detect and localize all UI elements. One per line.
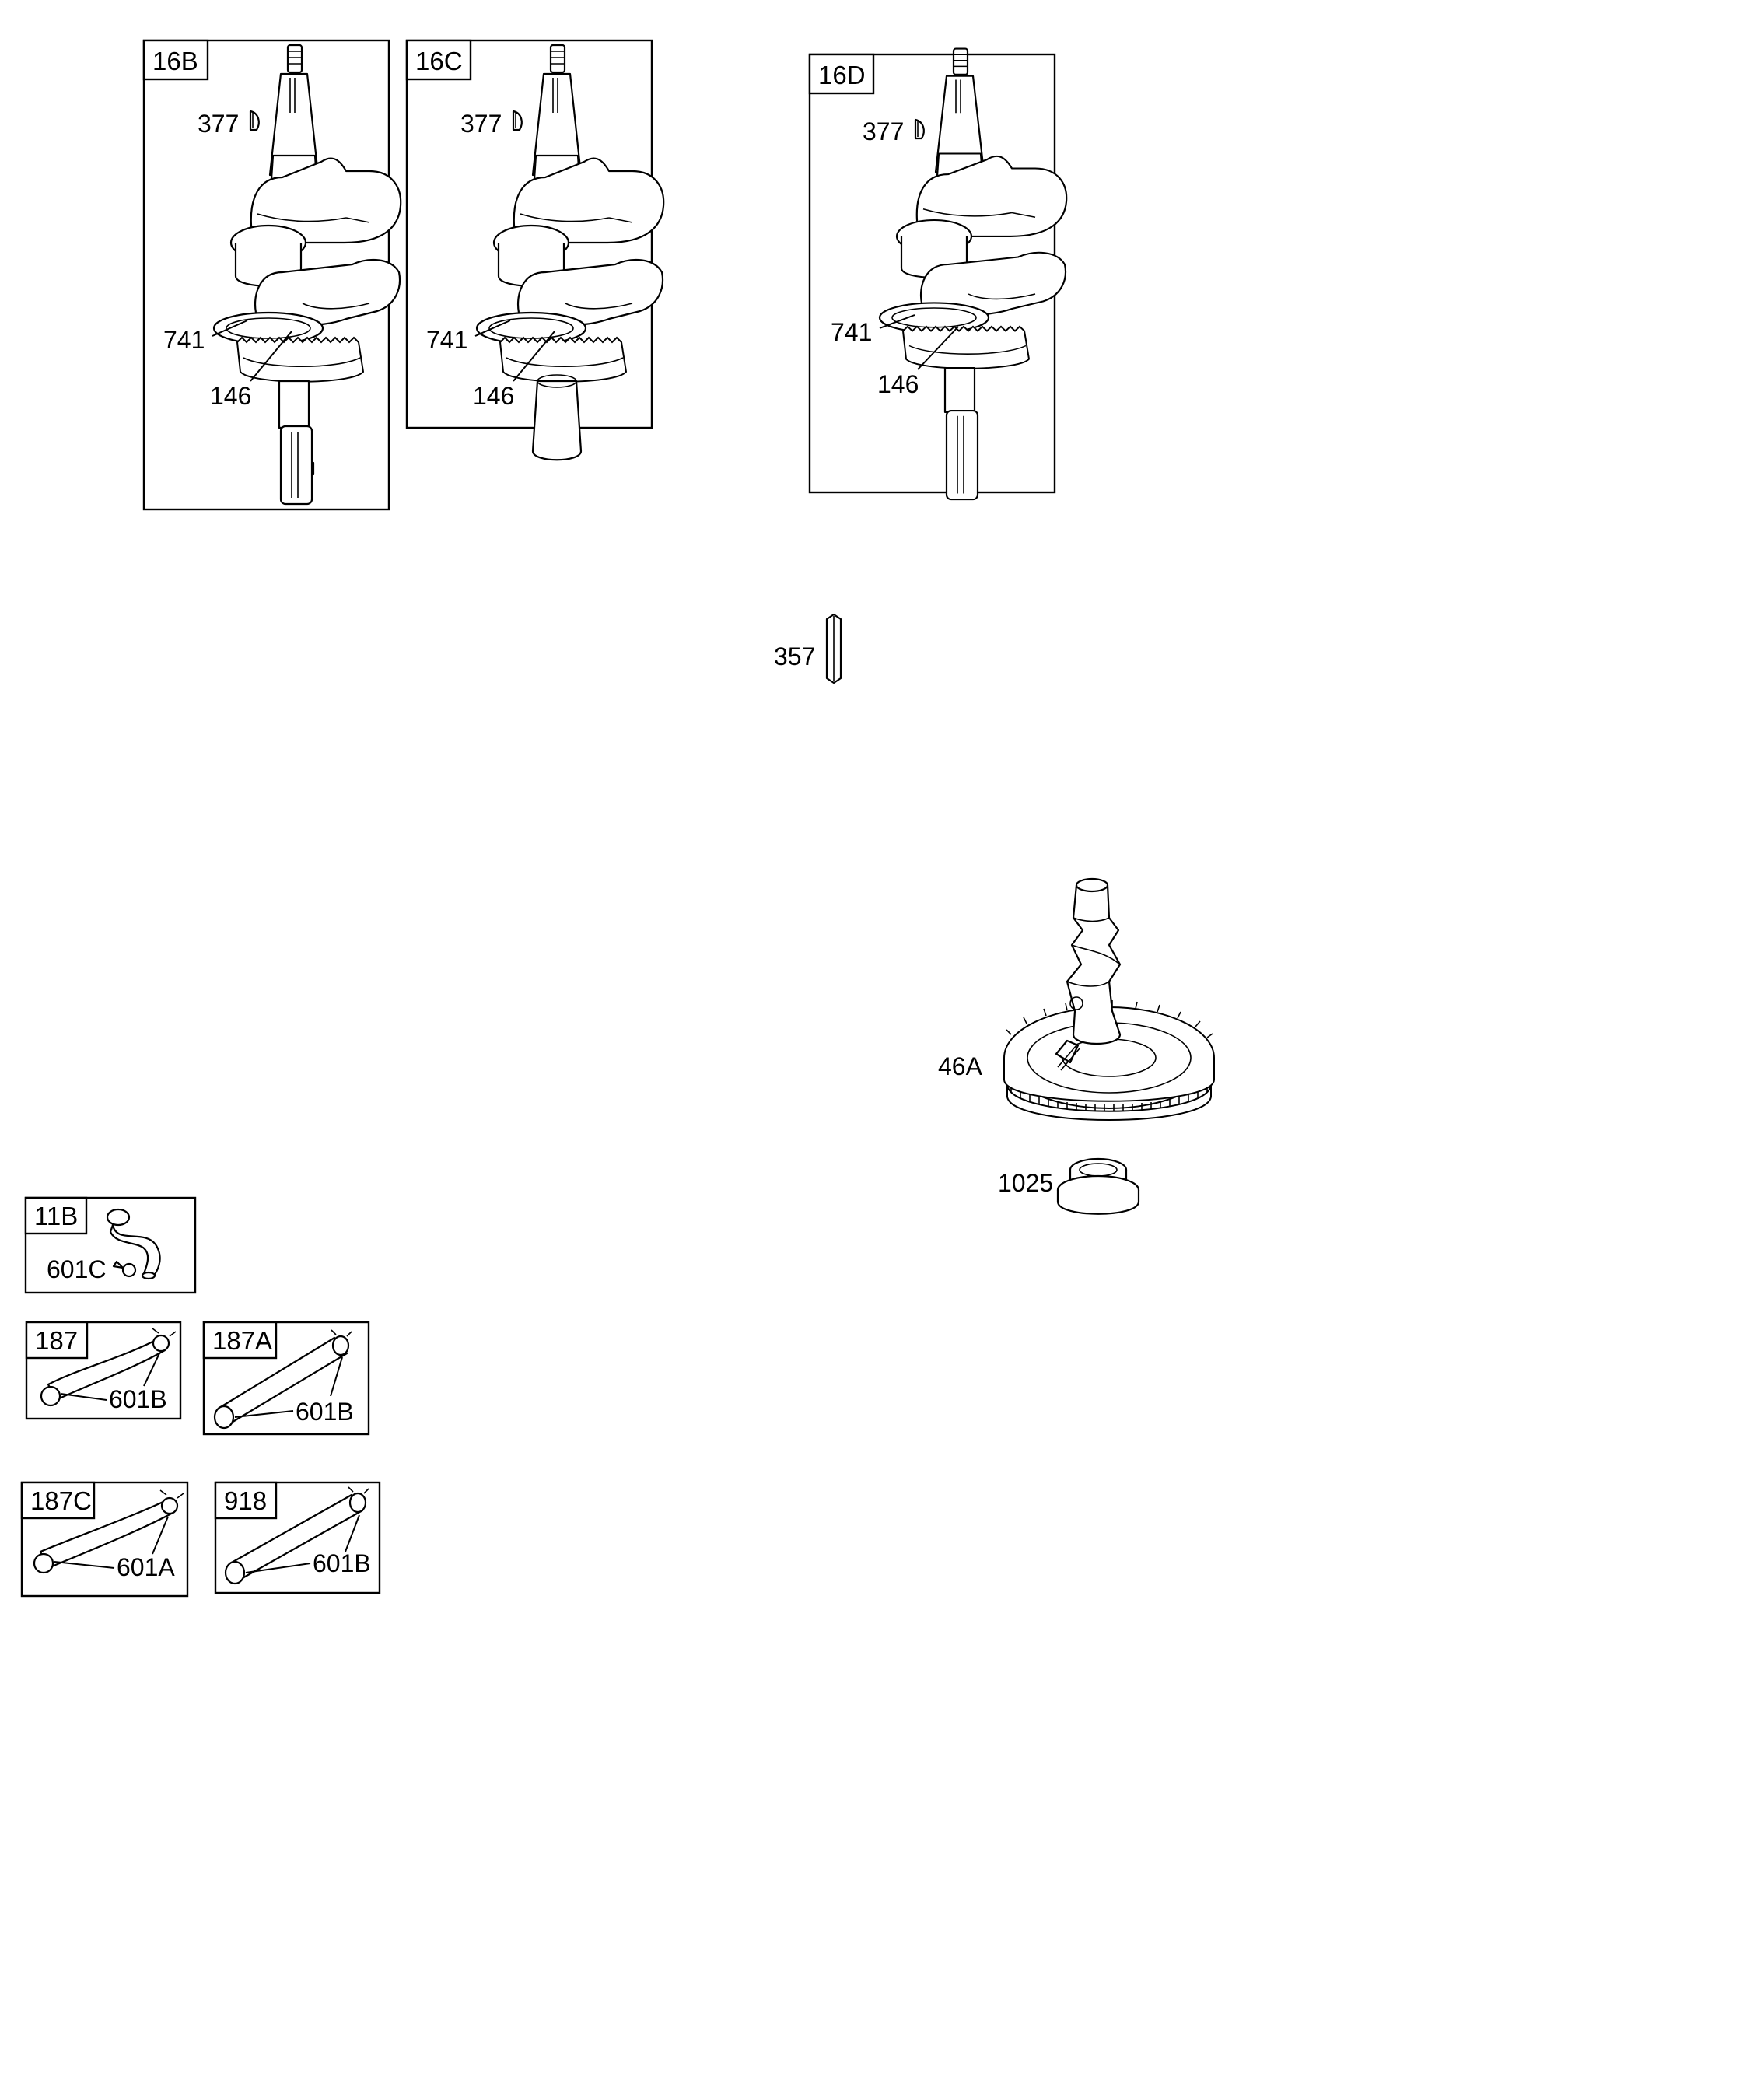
label-741: 741 — [831, 318, 872, 346]
label-741: 741 — [426, 326, 467, 354]
label-601b: 601B — [313, 1549, 371, 1577]
panel-918-title: 918 — [224, 1486, 267, 1515]
panel-187c-title: 187C — [30, 1486, 92, 1515]
camshaft-46a: 46A — [938, 877, 1215, 1121]
panel-187c: 187C 601A — [20, 1481, 189, 1598]
label-601a: 601A — [117, 1553, 175, 1581]
label-741: 741 — [163, 326, 205, 354]
panel-187a-title: 187A — [212, 1326, 272, 1355]
panel-16d-title: 16D — [818, 61, 866, 89]
crankshaft-illustration — [475, 44, 665, 461]
panel-11b: 11B 601C — [24, 1196, 197, 1294]
panel-16b: 16B 377 741 146 — [142, 39, 402, 511]
label-1025: 1025 — [998, 1169, 1053, 1197]
panel-11b-title: 11B — [34, 1202, 78, 1230]
label-46a: 46A — [938, 1052, 983, 1080]
panel-16d: 16D 377 741 146 — [808, 47, 1068, 501]
label-146: 146 — [473, 382, 514, 410]
panel-187a: 187A 601B — [202, 1321, 370, 1436]
panel-16b-title: 16B — [152, 47, 198, 75]
bushing-1025: 1025 — [998, 1157, 1140, 1215]
label-377: 377 — [460, 110, 502, 138]
label-377: 377 — [863, 117, 904, 145]
label-601b: 601B — [296, 1398, 354, 1426]
panel-16c: 16C 377 741 146 — [405, 39, 665, 461]
crankshaft-illustration — [212, 44, 402, 506]
panel-16c-title: 16C — [415, 47, 463, 75]
panel-918: 918 601B — [214, 1481, 381, 1594]
label-601c: 601C — [47, 1255, 107, 1283]
label-377: 377 — [198, 110, 239, 138]
label-357: 357 — [774, 642, 815, 670]
label-601b: 601B — [109, 1385, 167, 1413]
dowel-pin-357: 357 — [774, 613, 842, 684]
panel-187-title: 187 — [35, 1326, 78, 1355]
label-146: 146 — [877, 370, 919, 398]
panel-187: 187 601B — [25, 1321, 182, 1420]
crankshaft-illustration — [878, 47, 1068, 501]
label-146: 146 — [210, 382, 251, 410]
